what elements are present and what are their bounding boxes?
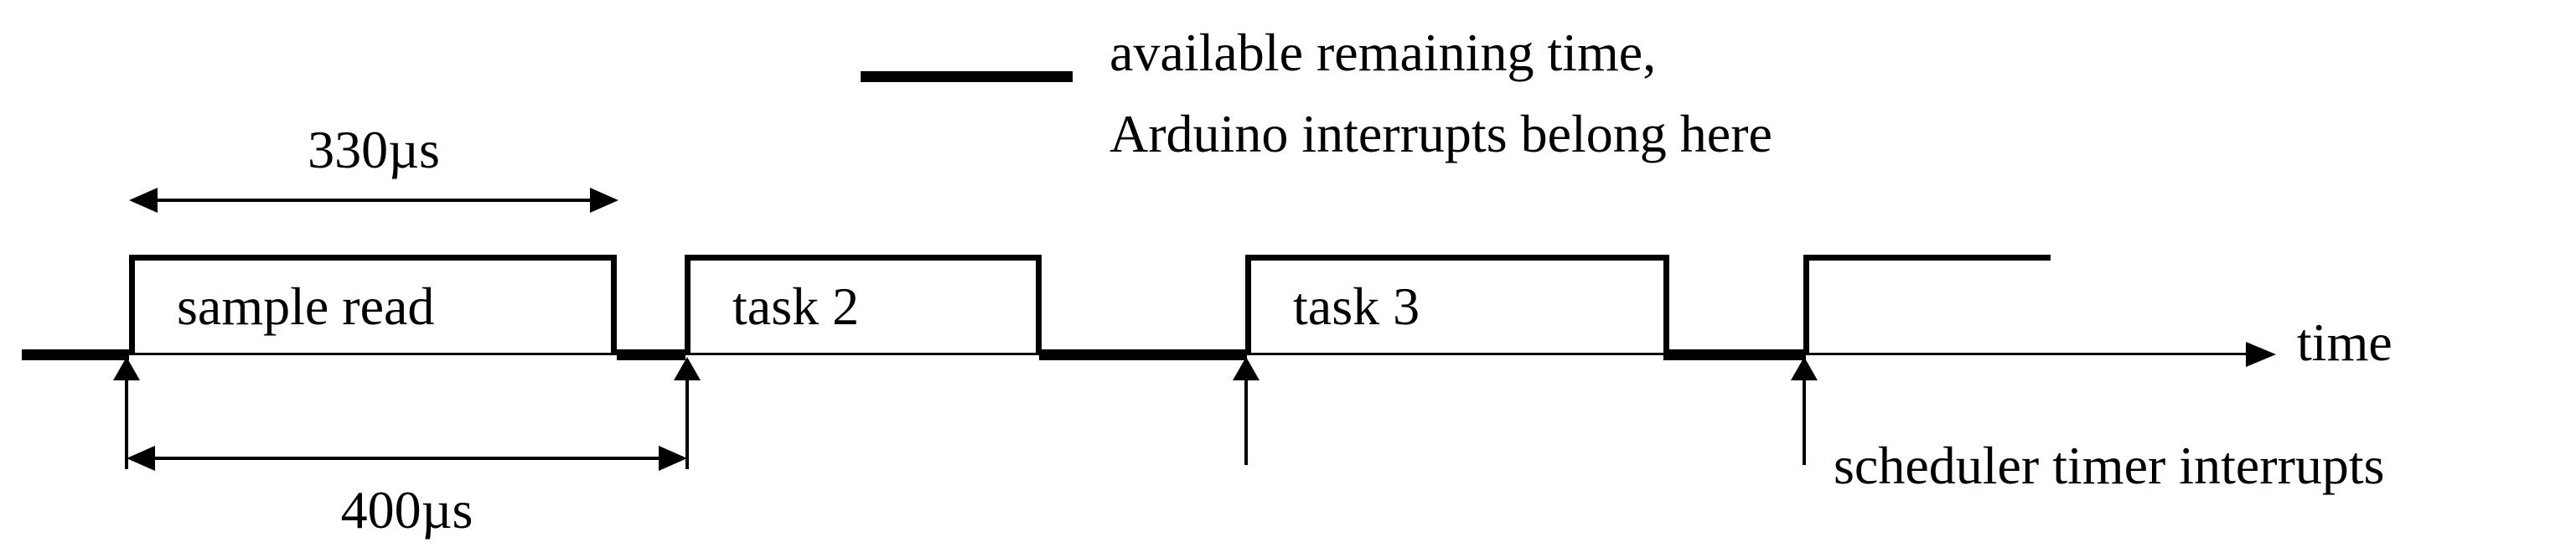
arrowhead-up-icon bbox=[1233, 357, 1260, 380]
available-time-bar bbox=[1663, 349, 1806, 360]
available-time-bar bbox=[617, 349, 685, 360]
legend-text: available remaining time, Arduino interr… bbox=[1110, 12, 1772, 174]
task-label: sample read bbox=[177, 276, 435, 336]
arrow-tail bbox=[1244, 377, 1248, 465]
available-time-bar bbox=[1039, 349, 1247, 360]
task-box-sample-read: sample read bbox=[129, 255, 617, 353]
dimension-line bbox=[138, 457, 675, 460]
legend-line-1: available remaining time, bbox=[1110, 23, 1657, 82]
arrowhead-up-icon bbox=[674, 357, 701, 380]
arrowhead-right-icon bbox=[659, 446, 687, 471]
open-task-box-left-edge bbox=[1803, 255, 1809, 353]
time-axis-label: time bbox=[2297, 313, 2392, 372]
arrowhead-left-icon bbox=[129, 188, 158, 213]
thick-line-legend-swatch-icon bbox=[861, 71, 1073, 82]
dimension-label-400us: 400µs bbox=[340, 480, 473, 540]
task-box-task-3: task 3 bbox=[1245, 255, 1669, 353]
arrow-tail bbox=[125, 377, 128, 469]
scheduler-interrupts-label: scheduler timer interrupts bbox=[1834, 436, 2385, 495]
task-label: task 2 bbox=[732, 276, 860, 336]
arrowhead-right-icon bbox=[590, 188, 618, 213]
dimension-label-330us: 330µs bbox=[308, 120, 440, 179]
time-axis-arrowhead-icon bbox=[2246, 342, 2276, 367]
task-label: task 3 bbox=[1293, 276, 1420, 336]
arrowhead-up-icon bbox=[113, 357, 140, 380]
dimension-line bbox=[141, 199, 607, 202]
task-box-task-2: task 2 bbox=[685, 255, 1042, 353]
arrow-tail bbox=[1803, 377, 1806, 465]
arrow-tail bbox=[685, 377, 689, 469]
legend-line-2: Arduino interrupts belong here bbox=[1110, 104, 1772, 163]
open-task-box-top-edge bbox=[1803, 255, 2051, 261]
available-time-bar bbox=[22, 349, 129, 360]
arrowhead-up-icon bbox=[1791, 357, 1818, 380]
arrowhead-left-icon bbox=[127, 446, 155, 471]
